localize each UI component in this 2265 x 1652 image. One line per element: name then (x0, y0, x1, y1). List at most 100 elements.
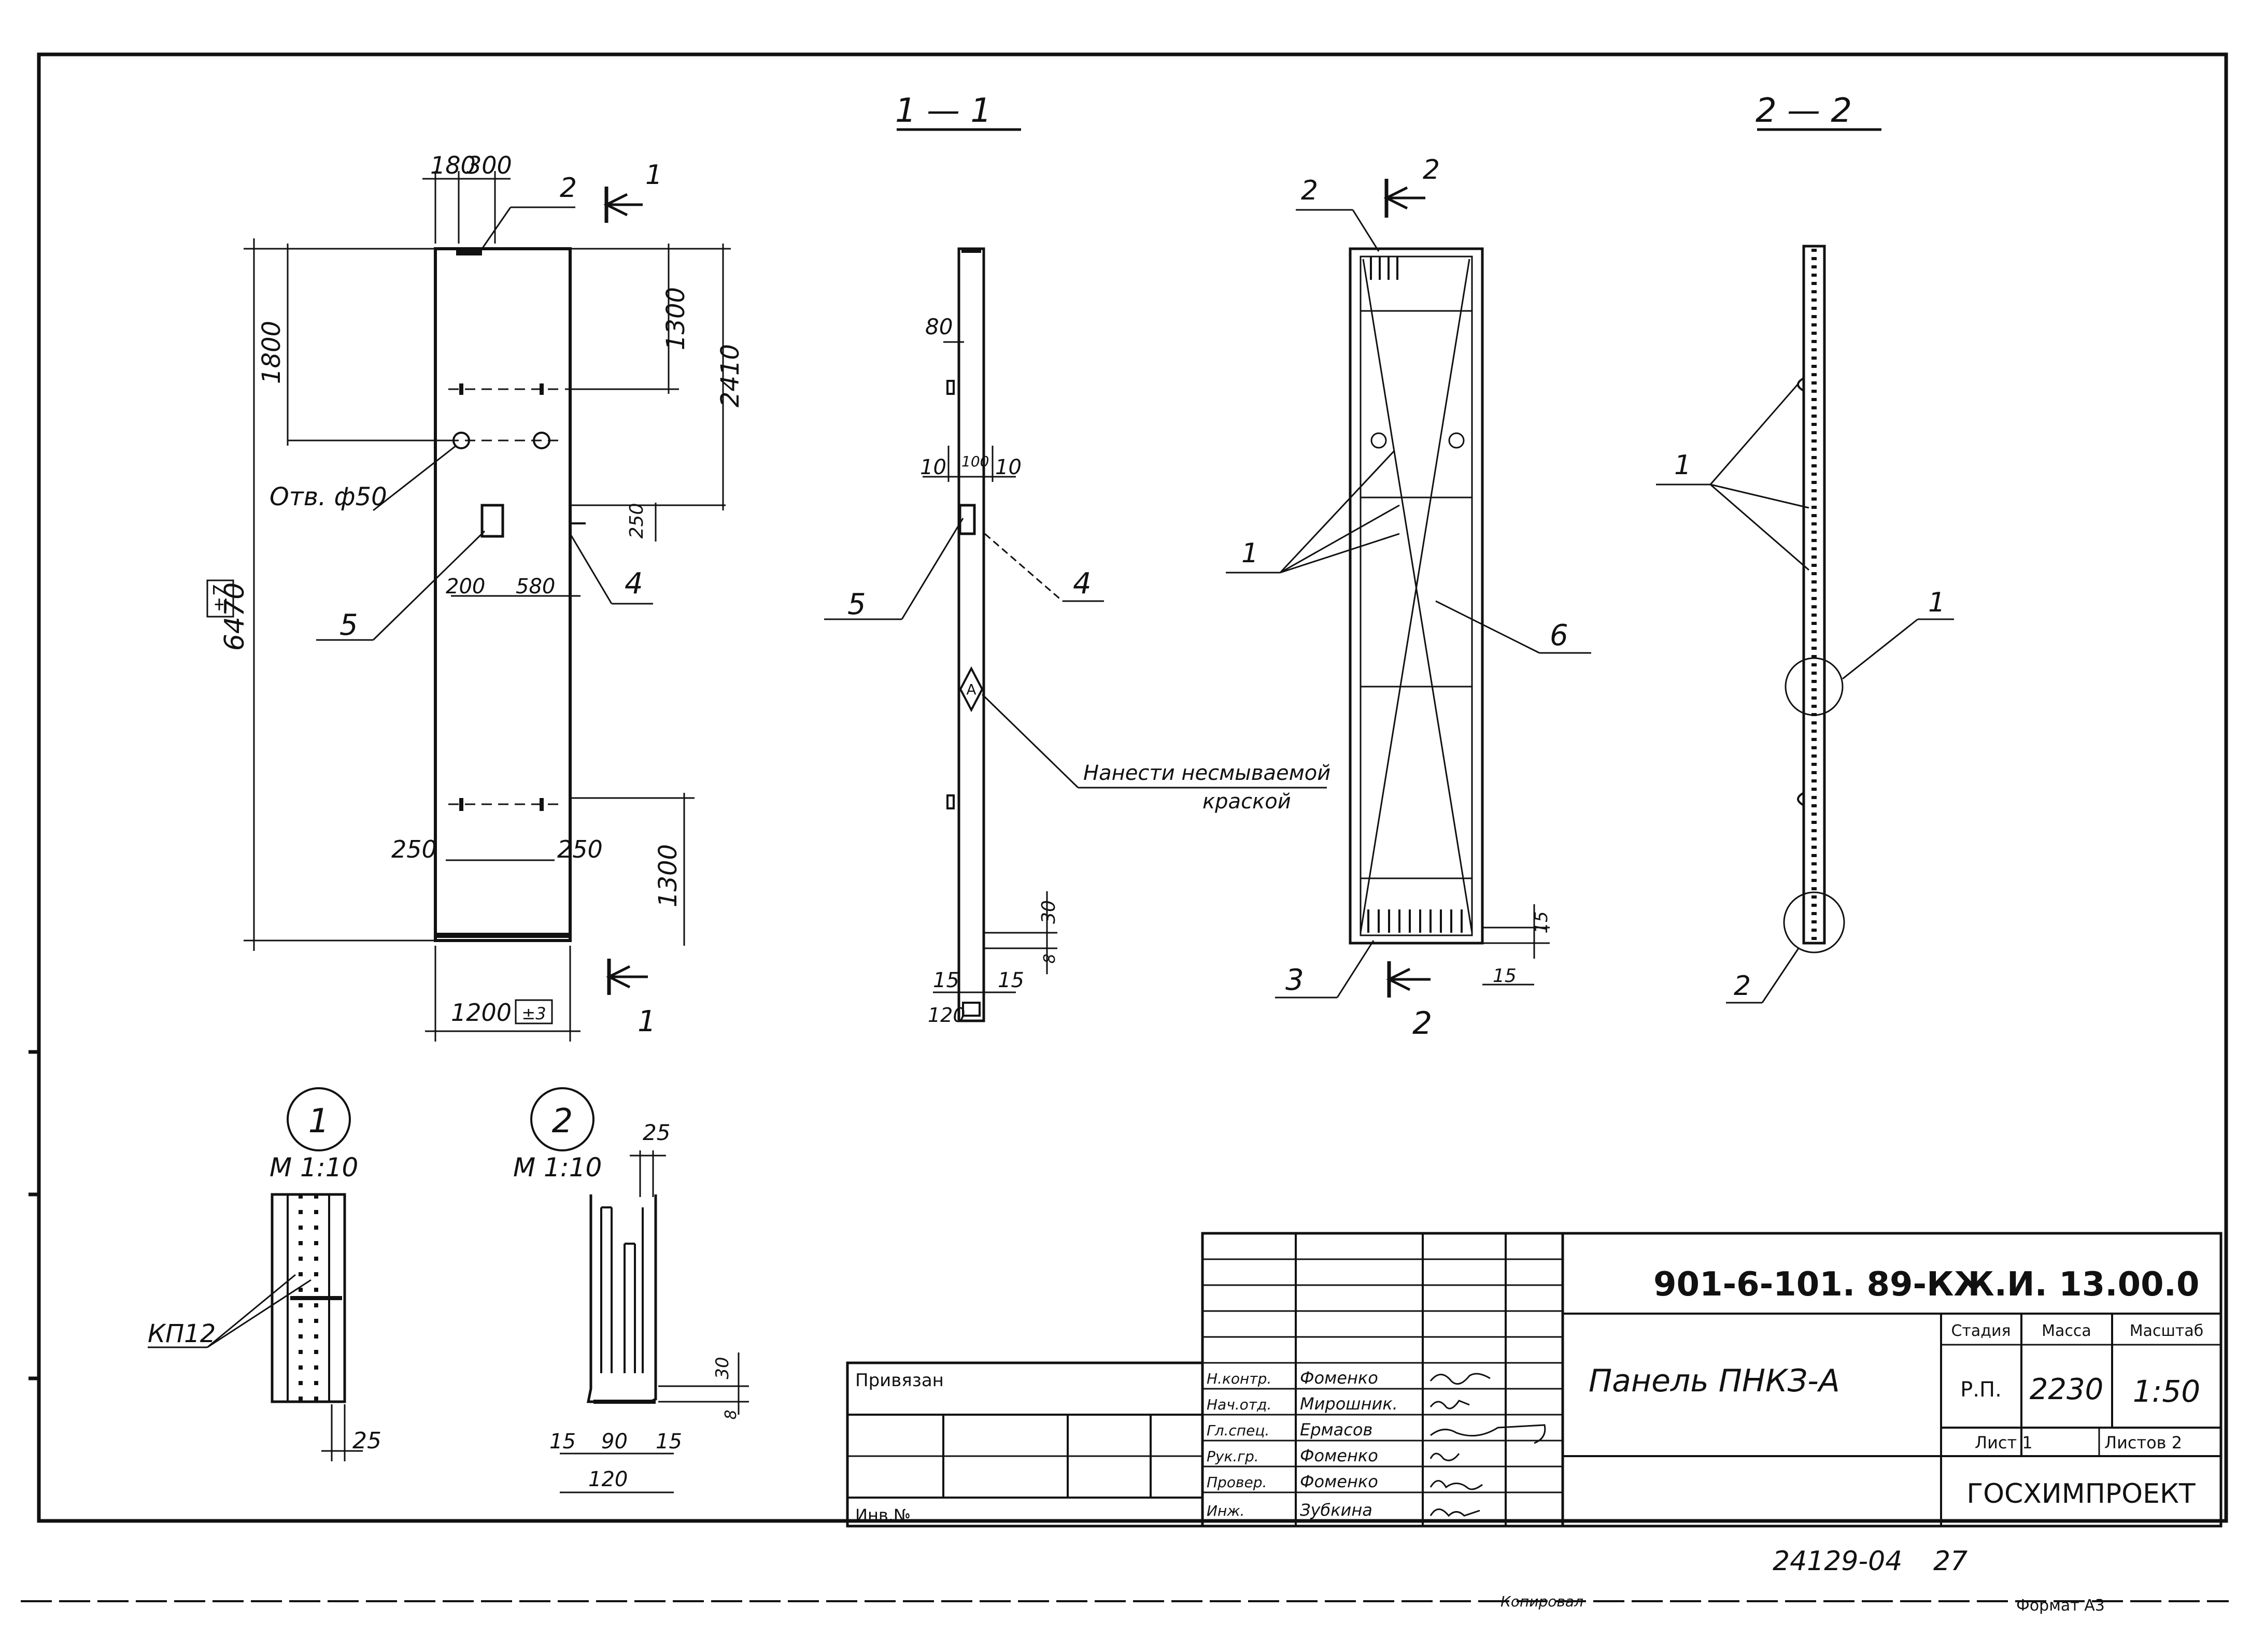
section-2-2-view: 1 1 2 (1656, 245, 1954, 1004)
svg-text:250: 250 (391, 835, 437, 863)
mass-value: 2230 (2030, 1373, 2104, 1406)
hole-label: Отв. ф50 (270, 482, 387, 511)
svg-text:Провер.: Провер. (1207, 1474, 1267, 1491)
section-2-2-outline (1802, 245, 1826, 945)
svg-text:15: 15 (656, 1430, 682, 1454)
signature-rows: Н.контр. Фоменко Нач.отд. Мирошник. Гл.с… (1207, 1368, 1398, 1520)
detail-2-circle (530, 1087, 594, 1151)
copy-label: Копировал (1500, 1593, 1583, 1610)
svg-text:250: 250 (557, 835, 603, 863)
panel-outline (434, 247, 572, 942)
svg-text:6: 6 (1550, 619, 1568, 652)
svg-text:15: 15 (1493, 965, 1517, 987)
svg-text:1800: 1800 (257, 321, 286, 384)
svg-text:15: 15 (998, 969, 1024, 992)
svg-text:4: 4 (625, 567, 643, 601)
reinforcement-cage-view: 2 2 1 6 3 2 15 15 (1226, 154, 1591, 1042)
svg-text:Н.контр.: Н.контр. (1207, 1370, 1271, 1387)
svg-text:2: 2 (1734, 971, 1751, 1002)
svg-text:1: 1 (1928, 587, 1945, 618)
svg-text:Рук.гр.: Рук.гр. (1207, 1448, 1259, 1465)
detail-2-marker (1783, 891, 1845, 953)
margin-ticks (29, 1050, 39, 1380)
archive-number: 24129-04 (1773, 1546, 1902, 1577)
section-1-heading: 1 — 1 (895, 92, 992, 130)
svg-text:Инж.: Инж. (1207, 1502, 1244, 1519)
panel-elevation (434, 247, 586, 942)
section-1-1-view: A 80 10 100 10 30 8 15 15 120 5 4 Нанест… (824, 247, 1330, 1027)
drawing-title: Панель ПНКЗ-А (1589, 1363, 1840, 1399)
detail-2: 2 М 1:10 25 30 8 15 90 15 120 (513, 1087, 749, 1493)
svg-text:30: 30 (1038, 900, 1059, 924)
svg-text:15: 15 (933, 969, 959, 992)
svg-text:15: 15 (549, 1430, 576, 1454)
scale-value: 1:50 (2133, 1374, 2200, 1409)
svg-text:Ермасов: Ермасов (1300, 1420, 1372, 1440)
svg-text:Фоменко: Фоменко (1300, 1446, 1378, 1465)
svg-text:80: 80 (925, 314, 953, 339)
paint-note-line1: Нанести несмываемой (1083, 761, 1330, 785)
svg-text:1: 1 (645, 160, 662, 191)
svg-text:М 1:10: М 1:10 (270, 1152, 358, 1183)
svg-text:300: 300 (466, 151, 512, 179)
document-code: 901-6-101. 89-КЖ.И. 13.00.0 (1653, 1265, 2199, 1304)
paint-mark-diamond (959, 666, 984, 713)
elevation-callouts: 2 Отв. ф50 5 4 1 1 (270, 160, 662, 1038)
sheet-label: Лист 1 (1975, 1433, 2033, 1452)
svg-text:580: 580 (516, 575, 555, 599)
paint-note-line2: краской (1202, 790, 1291, 814)
svg-text:2410: 2410 (716, 344, 745, 407)
svg-text:2: 2 (1423, 154, 1440, 186)
svg-text:Мирошник.: Мирошник. (1300, 1394, 1398, 1414)
sheet-frame (37, 52, 2228, 1523)
title-block: Привязан Инв.№ Н.контр. Фоменко Нач.отд.… (846, 1232, 2222, 1528)
scale-header: Масштаб (2130, 1322, 2204, 1340)
svg-text:2: 2 (1412, 1005, 1432, 1042)
svg-text:180: 180 (430, 151, 476, 179)
svg-text:10: 10 (995, 455, 1022, 479)
svg-text:120: 120 (588, 1468, 628, 1491)
page-number: 27 (1933, 1546, 1967, 1577)
handwritten-signatures (1429, 1373, 1546, 1517)
svg-text:±7: ±7 (210, 585, 231, 612)
svg-text:120: 120 (928, 1004, 966, 1027)
organization-name: ГОСХИМПРОЕКТ (1966, 1478, 2196, 1509)
elevation-dimensions: 180 300 6470 ±7 1800 1300 2410 250 (206, 151, 745, 1042)
svg-text:250: 250 (626, 503, 647, 539)
svg-text:25: 25 (643, 1120, 670, 1145)
svg-text:3: 3 (1285, 963, 1304, 997)
detail-1-marker (1785, 657, 1844, 716)
svg-text:Фоменко: Фоменко (1300, 1368, 1378, 1388)
svg-text:1300: 1300 (654, 844, 683, 907)
sheet-footer: 24129-04 27 Копировал Формат А3 (1500, 1546, 2105, 1615)
stage-value: Р.П. (1960, 1378, 2002, 1402)
svg-text:100: 100 (961, 453, 989, 470)
svg-text:5: 5 (339, 608, 358, 642)
svg-text:±3: ±3 (521, 1004, 546, 1023)
detail-1-circle (287, 1087, 351, 1151)
cage-outline (1349, 247, 1484, 945)
svg-text:2: 2 (560, 173, 577, 204)
svg-text:200: 200 (446, 575, 485, 599)
svg-text:1: 1 (638, 1005, 656, 1038)
section-1-1-outline (957, 247, 985, 1022)
dim-1200: 1200 (451, 999, 512, 1027)
svg-text:4: 4 (1073, 567, 1092, 601)
svg-text:2: 2 (552, 1102, 573, 1141)
svg-text:A: A (966, 681, 976, 698)
svg-text:90: 90 (601, 1430, 628, 1454)
detail-1: 1 М 1:10 КП12 25 (148, 1087, 381, 1461)
svg-text:30: 30 (712, 1357, 733, 1379)
svg-text:1: 1 (1674, 450, 1691, 481)
svg-text:1300: 1300 (661, 287, 690, 350)
svg-text:15: 15 (1531, 911, 1552, 933)
inv-label: Инв.№ (855, 1505, 911, 1525)
svg-text:8: 8 (722, 1409, 740, 1419)
sheets-label: Листов 2 (2104, 1433, 2182, 1452)
svg-text:1: 1 (1241, 538, 1258, 569)
detail-1-label: КП12 (148, 1319, 216, 1348)
format-label: Формат А3 (2016, 1597, 2105, 1615)
bound-label: Привязан (855, 1370, 944, 1391)
svg-text:10: 10 (920, 455, 946, 479)
